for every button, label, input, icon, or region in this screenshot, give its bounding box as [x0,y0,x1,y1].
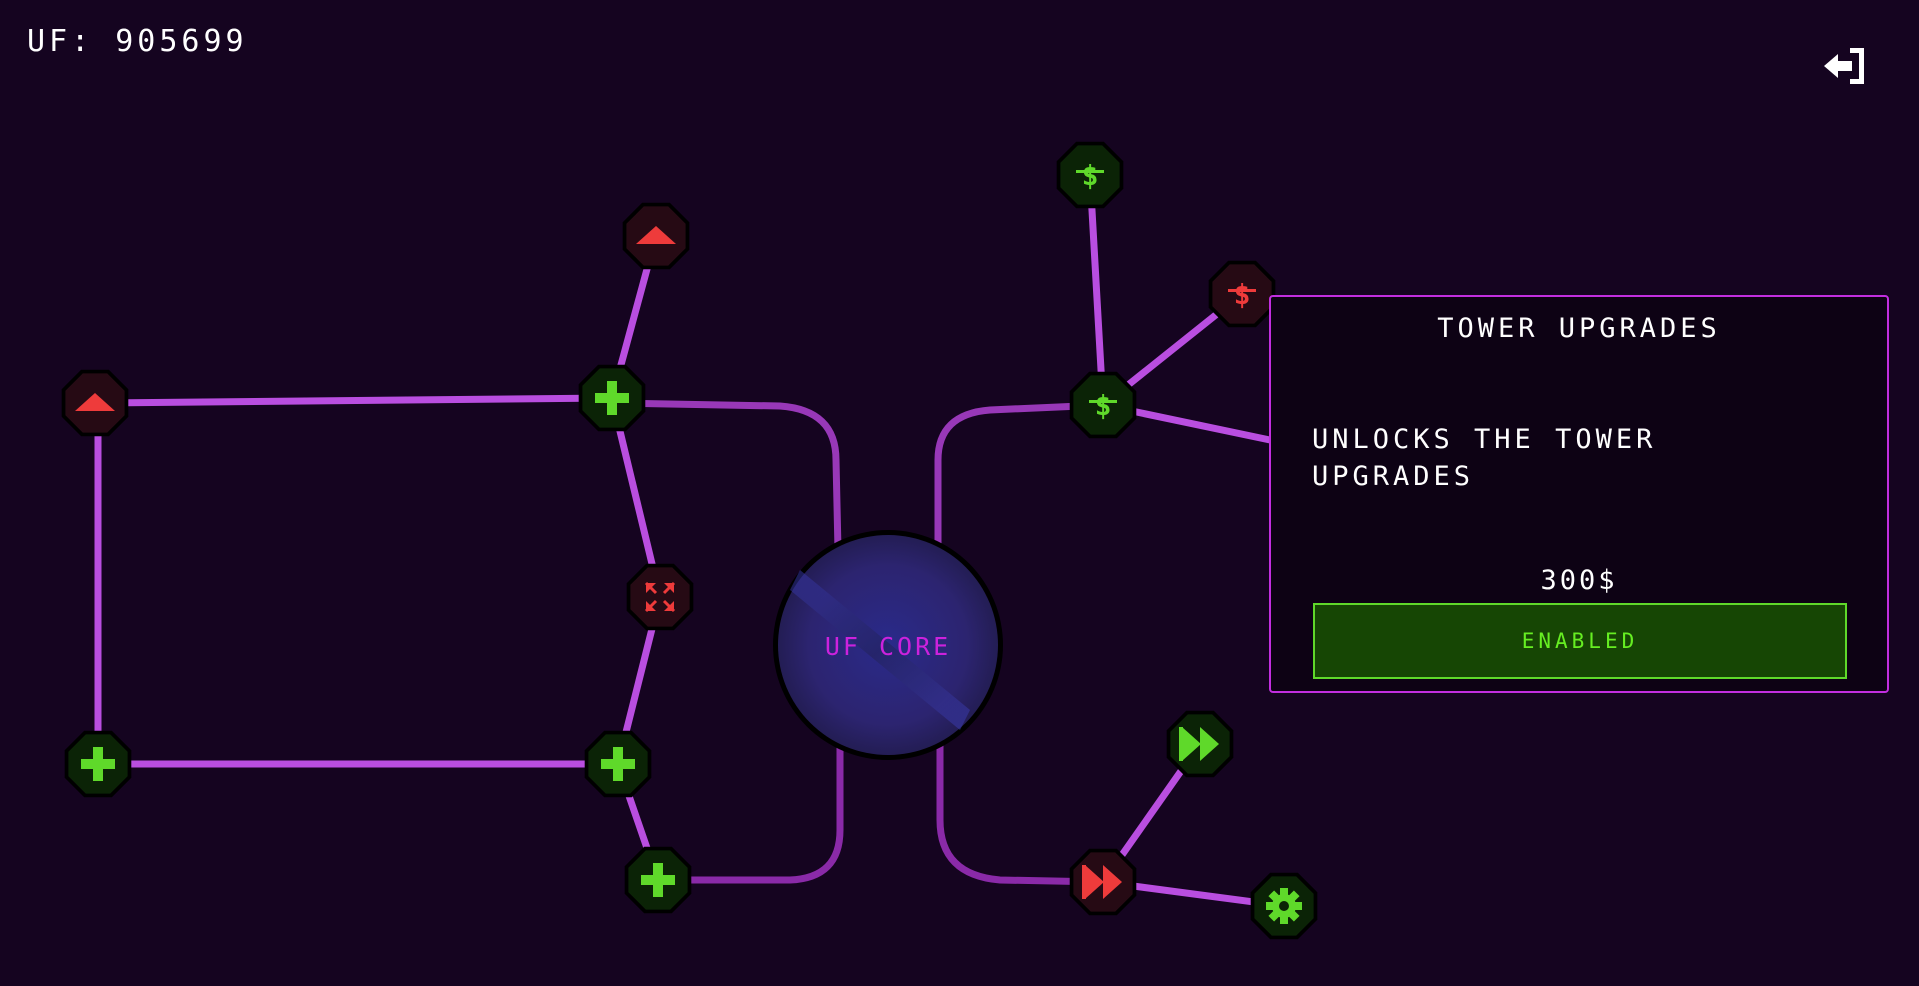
fast-forward-icon [1179,727,1219,761]
tree-node-ff-red[interactable] [1069,848,1137,916]
node-fill [1060,145,1120,205]
tree-node-plus-lower-mid[interactable] [584,730,652,798]
plus-icon [601,747,635,781]
tree-node-expand[interactable] [626,563,694,631]
exit-icon [1824,48,1864,84]
dollar-icon: $ [1089,389,1117,422]
node-fill [1073,375,1133,435]
node-fill [630,567,690,627]
panel-cost: 300$ [1540,565,1618,596]
arrow-up-icon [75,393,115,411]
link [936,738,1107,886]
tree-node-gear[interactable] [1250,872,1318,940]
tree-node-plus-lower-left[interactable] [64,730,132,798]
link [608,399,842,554]
core-streak [790,570,970,730]
tree-nodes: $ $ $ [61,141,1318,940]
plus-icon [641,863,675,897]
dollar-icon: $ [1228,278,1256,311]
tree-node-ff-green[interactable] [1166,710,1234,778]
dollar-icon: $ [1076,159,1104,192]
plus-icon [81,747,115,781]
gear-icon [1266,888,1302,924]
svg-text:$: $ [1234,278,1251,311]
tree-node-dollar-red[interactable]: $ [1208,260,1276,328]
plus-icon [595,381,629,415]
svg-text:$: $ [1095,389,1112,422]
tree-node-left-mid-arrow[interactable] [622,202,690,270]
svg-text:$: $ [1082,159,1099,192]
node-fill [1212,264,1272,324]
link [91,394,616,407]
link [1086,171,1107,409]
arrow-up-icon [636,226,676,244]
exit-button[interactable] [1820,42,1876,90]
upgrade-detail-panel: TOWER UPGRADES UNLOCKS THE TOWER UPGRADE… [1269,295,1889,693]
core-label: UF CORE [825,632,951,661]
core-node[interactable]: UF CORE [773,530,1052,760]
link [934,401,1107,554]
tree-node-plus-upper[interactable] [578,364,646,432]
tree-node-plus-bottom[interactable] [624,846,692,914]
tree-node-left-top-arrow[interactable] [61,369,129,437]
currency-counter: UF: 905699 [27,24,248,59]
tree-links [91,171,1288,910]
panel-description: UNLOCKS THE TOWER UPGRADES [1312,424,1657,492]
tree-node-dollar-top[interactable]: $ [1056,141,1124,209]
tree-node-dollar-mid[interactable]: $ [1069,371,1137,439]
link [654,738,844,884]
enable-button[interactable]: ENABLED [1313,603,1847,679]
panel-title: TOWER UPGRADES [1437,313,1721,344]
expand-icon [644,581,676,613]
fast-forward-icon [1082,865,1122,899]
